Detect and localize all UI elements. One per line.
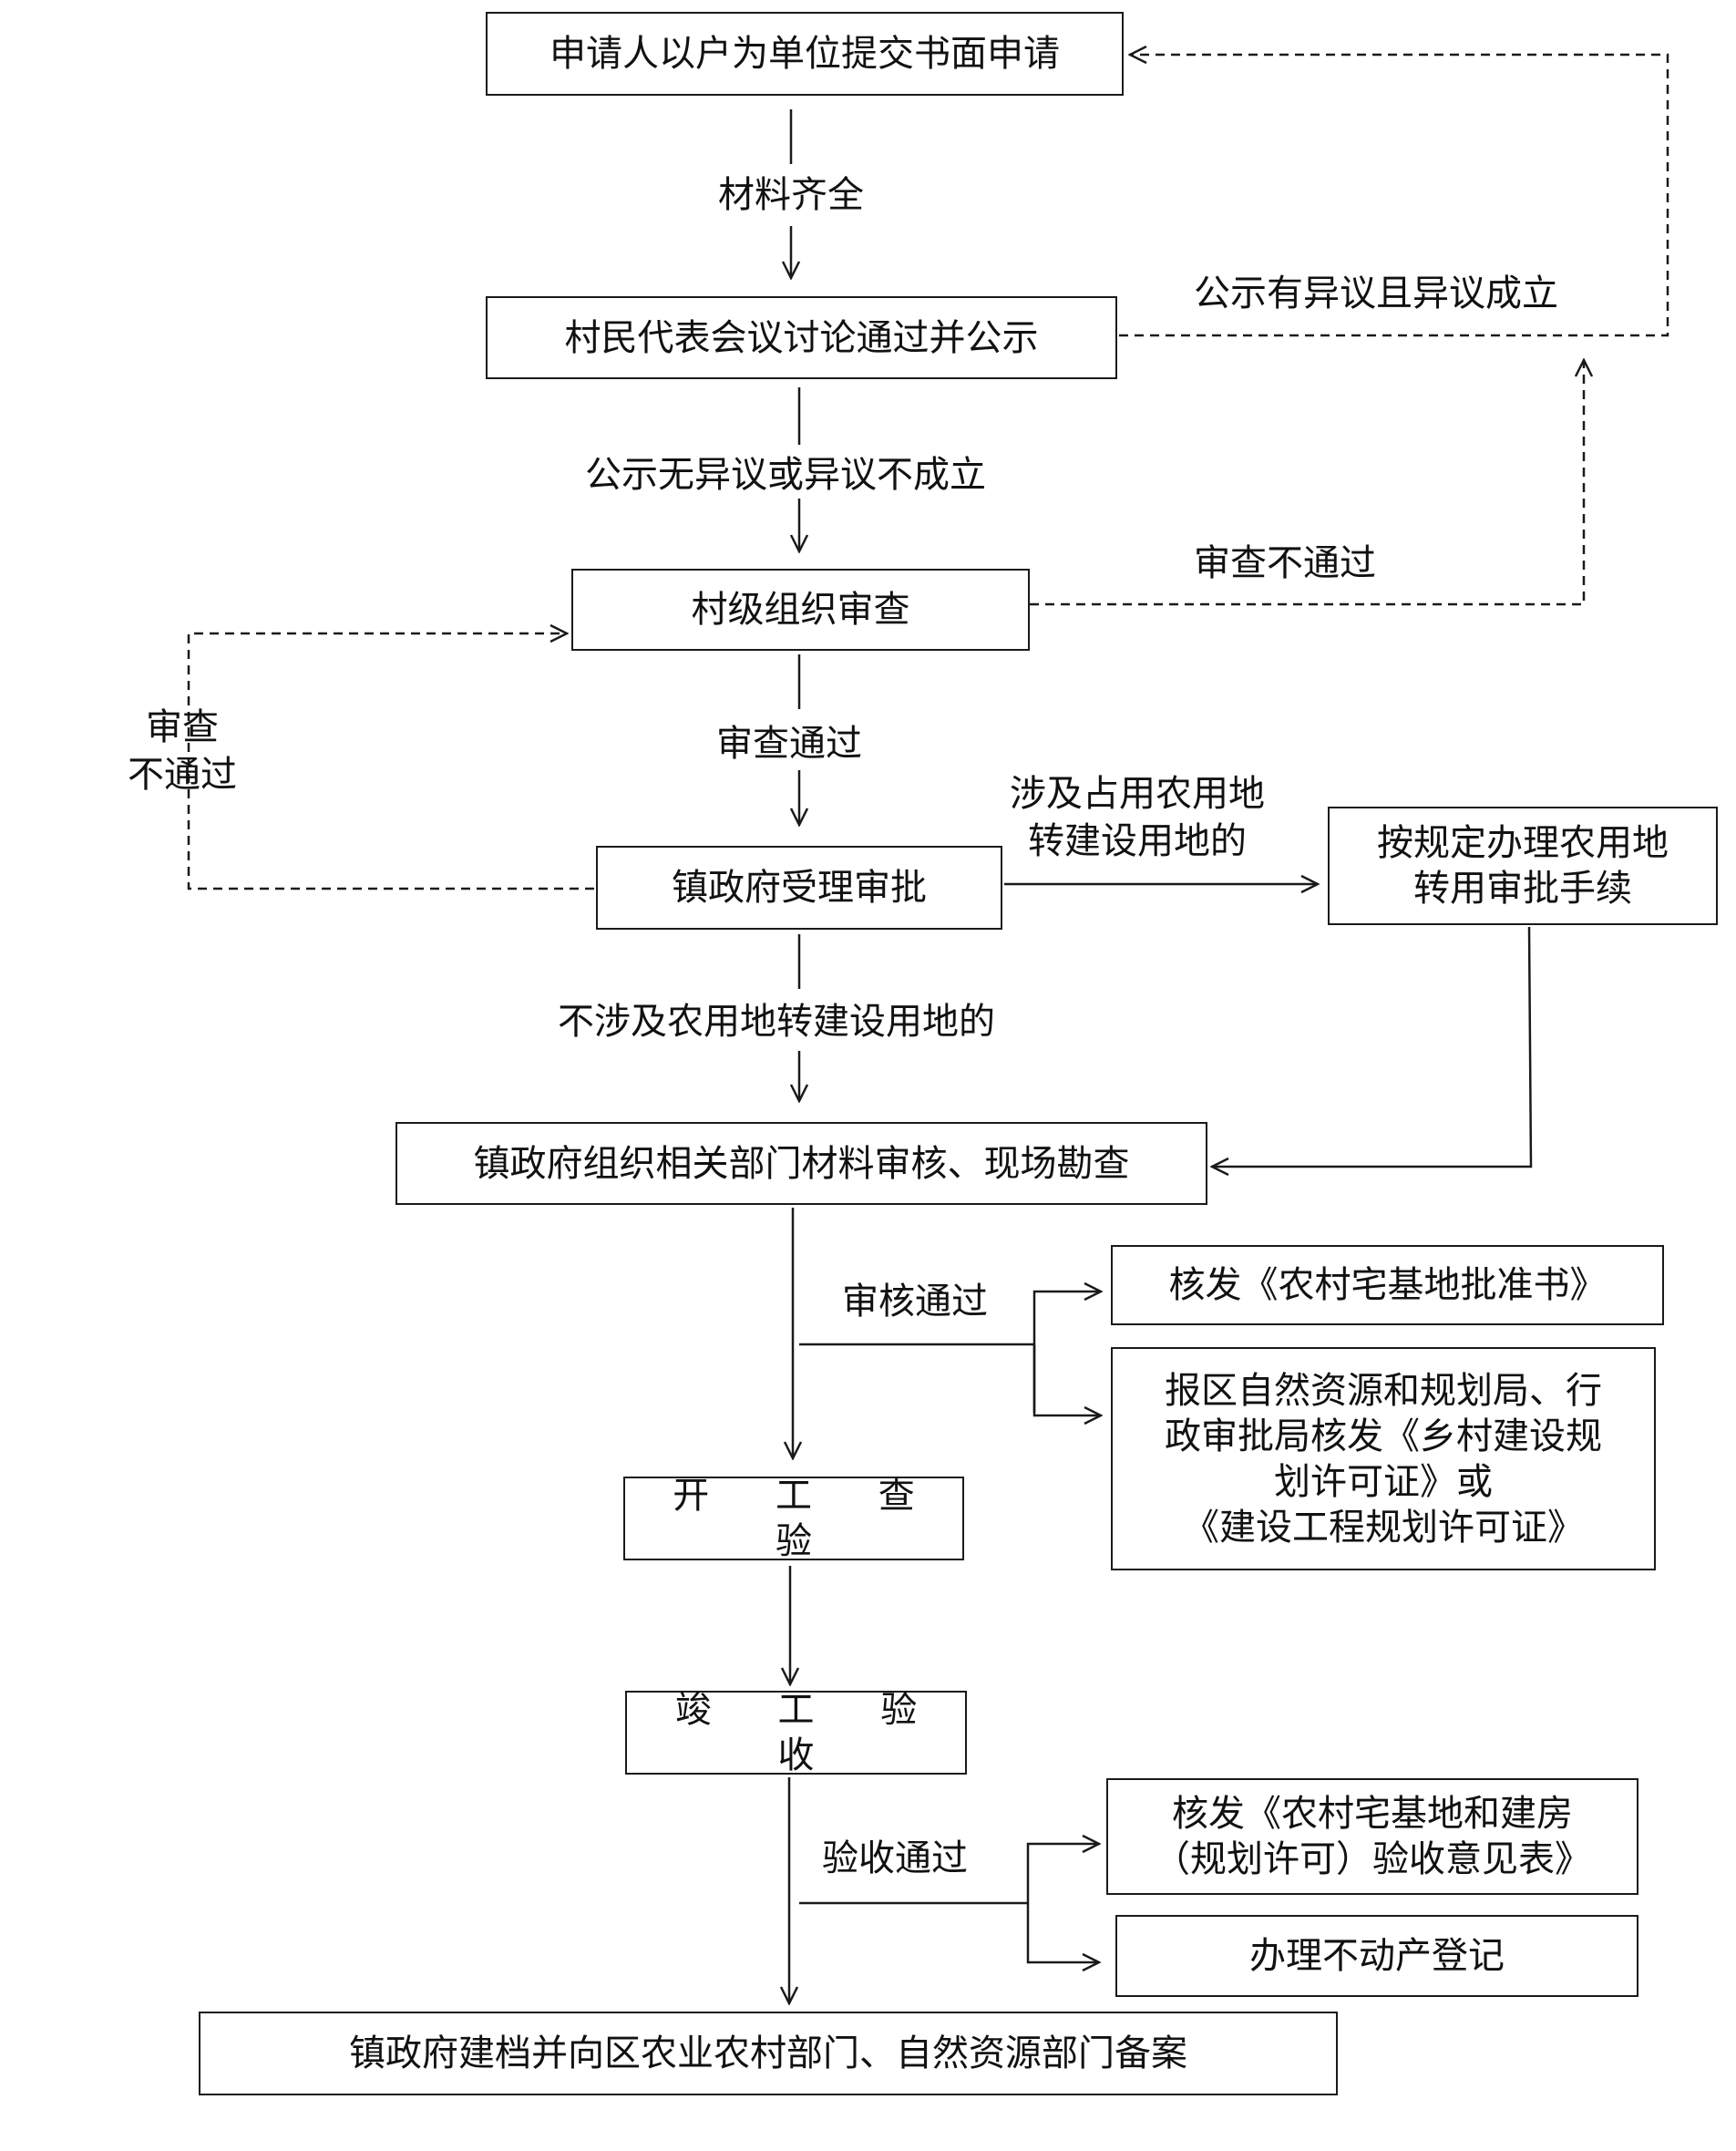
edge-town-fail-feedback — [187, 633, 594, 890]
node-start-inspection: 开 工 查 验 — [623, 1475, 964, 1562]
node-village-rep: 村民代表会议讨论通过并公示 — [486, 296, 1117, 379]
label-objection-upheld: 公示有异议且异议成立 — [1194, 273, 1558, 314]
edge-review-fail-feedback — [1030, 360, 1584, 606]
edge-objection-feedback — [1119, 55, 1669, 337]
node-planning-permit: 报区自然资源和规划局、行 政审批局核发《乡村建设规 划许可证》或 《建设工程规划… — [1111, 1347, 1656, 1570]
label-no-farmland: 不涉及农用地转建设用地的 — [558, 1001, 995, 1043]
edge-audit-branch-upper — [1032, 1292, 1101, 1413]
node-village-review: 村级组织审查 — [571, 569, 1030, 651]
label-materials-complete: 材料齐全 — [718, 174, 864, 216]
label-review-fail-right: 审查不通过 — [1194, 542, 1376, 584]
node-archive: 镇政府建档并向区农业农村部门、自然资源部门备案 — [199, 2012, 1338, 2095]
edge-acceptance-branch-upper — [1026, 1844, 1099, 1903]
edge-farmland-to-check — [1212, 926, 1533, 1167]
node-completion-acceptance: 竣 工 验 收 — [625, 1689, 967, 1776]
label-acceptance-pass: 验收通过 — [822, 1837, 968, 1879]
label-no-objection: 公示无异议或异议不成立 — [585, 454, 986, 496]
node-cert-homestead: 核发《农村宅基地批准书》 — [1111, 1245, 1664, 1325]
node-farmland-conversion: 按规定办理农用地 转用审批手续 — [1328, 807, 1718, 925]
node-apply: 申请人以户为单位提交书面申请 — [486, 12, 1124, 96]
edge-audit-branch-lower — [1032, 1344, 1101, 1415]
label-audit-pass: 审核通过 — [842, 1281, 988, 1323]
label-review-pass: 审查通过 — [716, 723, 862, 765]
node-town-check: 镇政府组织相关部门材料审核、现场勘查 — [395, 1122, 1207, 1205]
node-acceptance-form: 核发《农村宅基地和建房 （规划许可）验收意见表》 — [1106, 1778, 1638, 1895]
node-town-accept: 镇政府受理审批 — [596, 846, 1002, 930]
label-review-fail-left: 审查 不通过 — [128, 706, 237, 796]
edge-acceptance-branch-lower — [1026, 1903, 1099, 1962]
node-property-registration: 办理不动产登记 — [1115, 1915, 1638, 1997]
label-involves-farmland: 涉及占用农用地 转建设用地的 — [1010, 773, 1265, 862]
